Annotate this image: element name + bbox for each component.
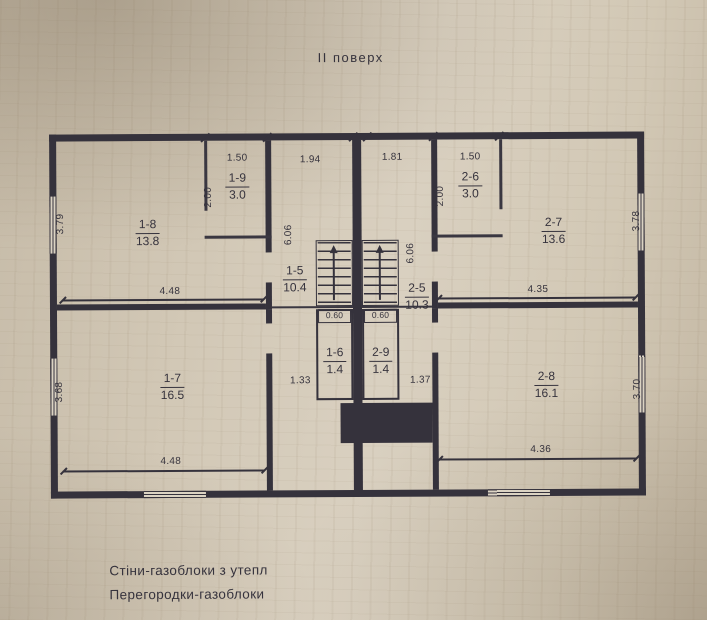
- room-area: 13.8: [135, 234, 160, 249]
- room-label-1-9: 1-9 3.0: [218, 170, 256, 203]
- room-number: 1-5: [283, 263, 307, 281]
- room-label-1-5: 1-5 10.4: [274, 263, 316, 295]
- outer-wall-left: [49, 134, 58, 499]
- room-area: 1.4: [372, 361, 390, 376]
- room-area: 10.3: [405, 297, 429, 312]
- room-label-2-9: 2-9 1.4: [362, 344, 399, 377]
- room-number: 2-5: [405, 280, 429, 298]
- dimension-label: 1.50: [226, 152, 248, 164]
- dimension-label: 6.06: [405, 242, 417, 264]
- room-number: 1-9: [225, 170, 250, 188]
- masonry-block: [340, 402, 433, 444]
- dimension-label: 2.00: [434, 185, 446, 207]
- note-partitions: Перегородки-газоблоки: [109, 586, 265, 603]
- room-area: 1.4: [326, 362, 344, 377]
- dimension-label: 3.68: [53, 381, 65, 403]
- room-label-1-6: 1-6 1.4: [316, 345, 353, 377]
- room-number: 2-8: [534, 368, 559, 387]
- dimension-label: 4.35: [527, 283, 549, 296]
- interior-wall: [437, 301, 638, 309]
- dimension-label: 1.33: [289, 375, 311, 387]
- interior-wall: [56, 303, 266, 311]
- interior-wall: [265, 309, 273, 324]
- dimension-label: 4.48: [159, 285, 181, 298]
- dimension-label: 1.50: [459, 151, 481, 163]
- niche-2-9: 0.60: [363, 308, 398, 323]
- room-label-2-6: 2-6 3.0: [451, 169, 489, 201]
- dimension-label: 3.78: [630, 210, 643, 232]
- partition-wall: [431, 234, 503, 238]
- page-title: ІІ поверх: [317, 49, 384, 66]
- room-label-1-8: 1-8 13.8: [120, 217, 176, 249]
- room-number: 1-8: [135, 217, 160, 235]
- dimension-label: 1.81: [381, 151, 403, 163]
- outer-wall-right: [637, 131, 646, 496]
- room-number: 2-6: [458, 169, 483, 187]
- dimension-label: 4.48: [160, 455, 182, 468]
- room-area: 16.5: [160, 387, 185, 403]
- note-walls: Стіни-газоблоки з утепл: [109, 562, 268, 579]
- partition-wall: [204, 235, 272, 239]
- room-area: 3.0: [462, 186, 479, 201]
- room-number: 2-7: [541, 214, 566, 233]
- dimension-line: [62, 469, 265, 473]
- dimension-line: [438, 457, 637, 461]
- dimension-label: 1.37: [409, 374, 431, 386]
- window: [143, 490, 206, 499]
- room-label-1-7: 1-7 16.5: [144, 370, 200, 403]
- dimension-label: 1.94: [299, 154, 321, 166]
- dimension-label: 2.00: [202, 186, 214, 208]
- window: [487, 488, 550, 497]
- room-label-2-8: 2-8 16.1: [518, 368, 574, 401]
- room-area: 16.1: [534, 385, 559, 401]
- outer-wall-bottom: [50, 488, 646, 499]
- partition-wall: [499, 139, 503, 210]
- room-area: 13.6: [541, 231, 566, 247]
- outer-wall-top: [49, 131, 645, 142]
- room-number: 1-7: [160, 370, 185, 389]
- room-area: 10.4: [283, 280, 307, 295]
- room-label-2-7: 2-7 13.6: [526, 214, 582, 247]
- dimension-label: 6.06: [283, 224, 295, 246]
- dimension-label: 3.79: [54, 213, 67, 235]
- room-number: 1-6: [323, 345, 347, 363]
- room-number: 2-9: [369, 344, 393, 362]
- room-area: 3.0: [229, 187, 246, 202]
- room-label-2-5: 2-5 10.3: [396, 280, 438, 313]
- interior-wall: [266, 353, 273, 491]
- dimension-line: [437, 296, 636, 300]
- dimension-line: [61, 298, 264, 302]
- dimension-label: 4.36: [530, 443, 552, 456]
- niche-1-6: 0.60: [317, 309, 352, 324]
- stair-direction-arrow: [378, 251, 381, 300]
- stair-direction-arrow: [332, 252, 335, 301]
- dimension-label: 3.70: [631, 378, 643, 400]
